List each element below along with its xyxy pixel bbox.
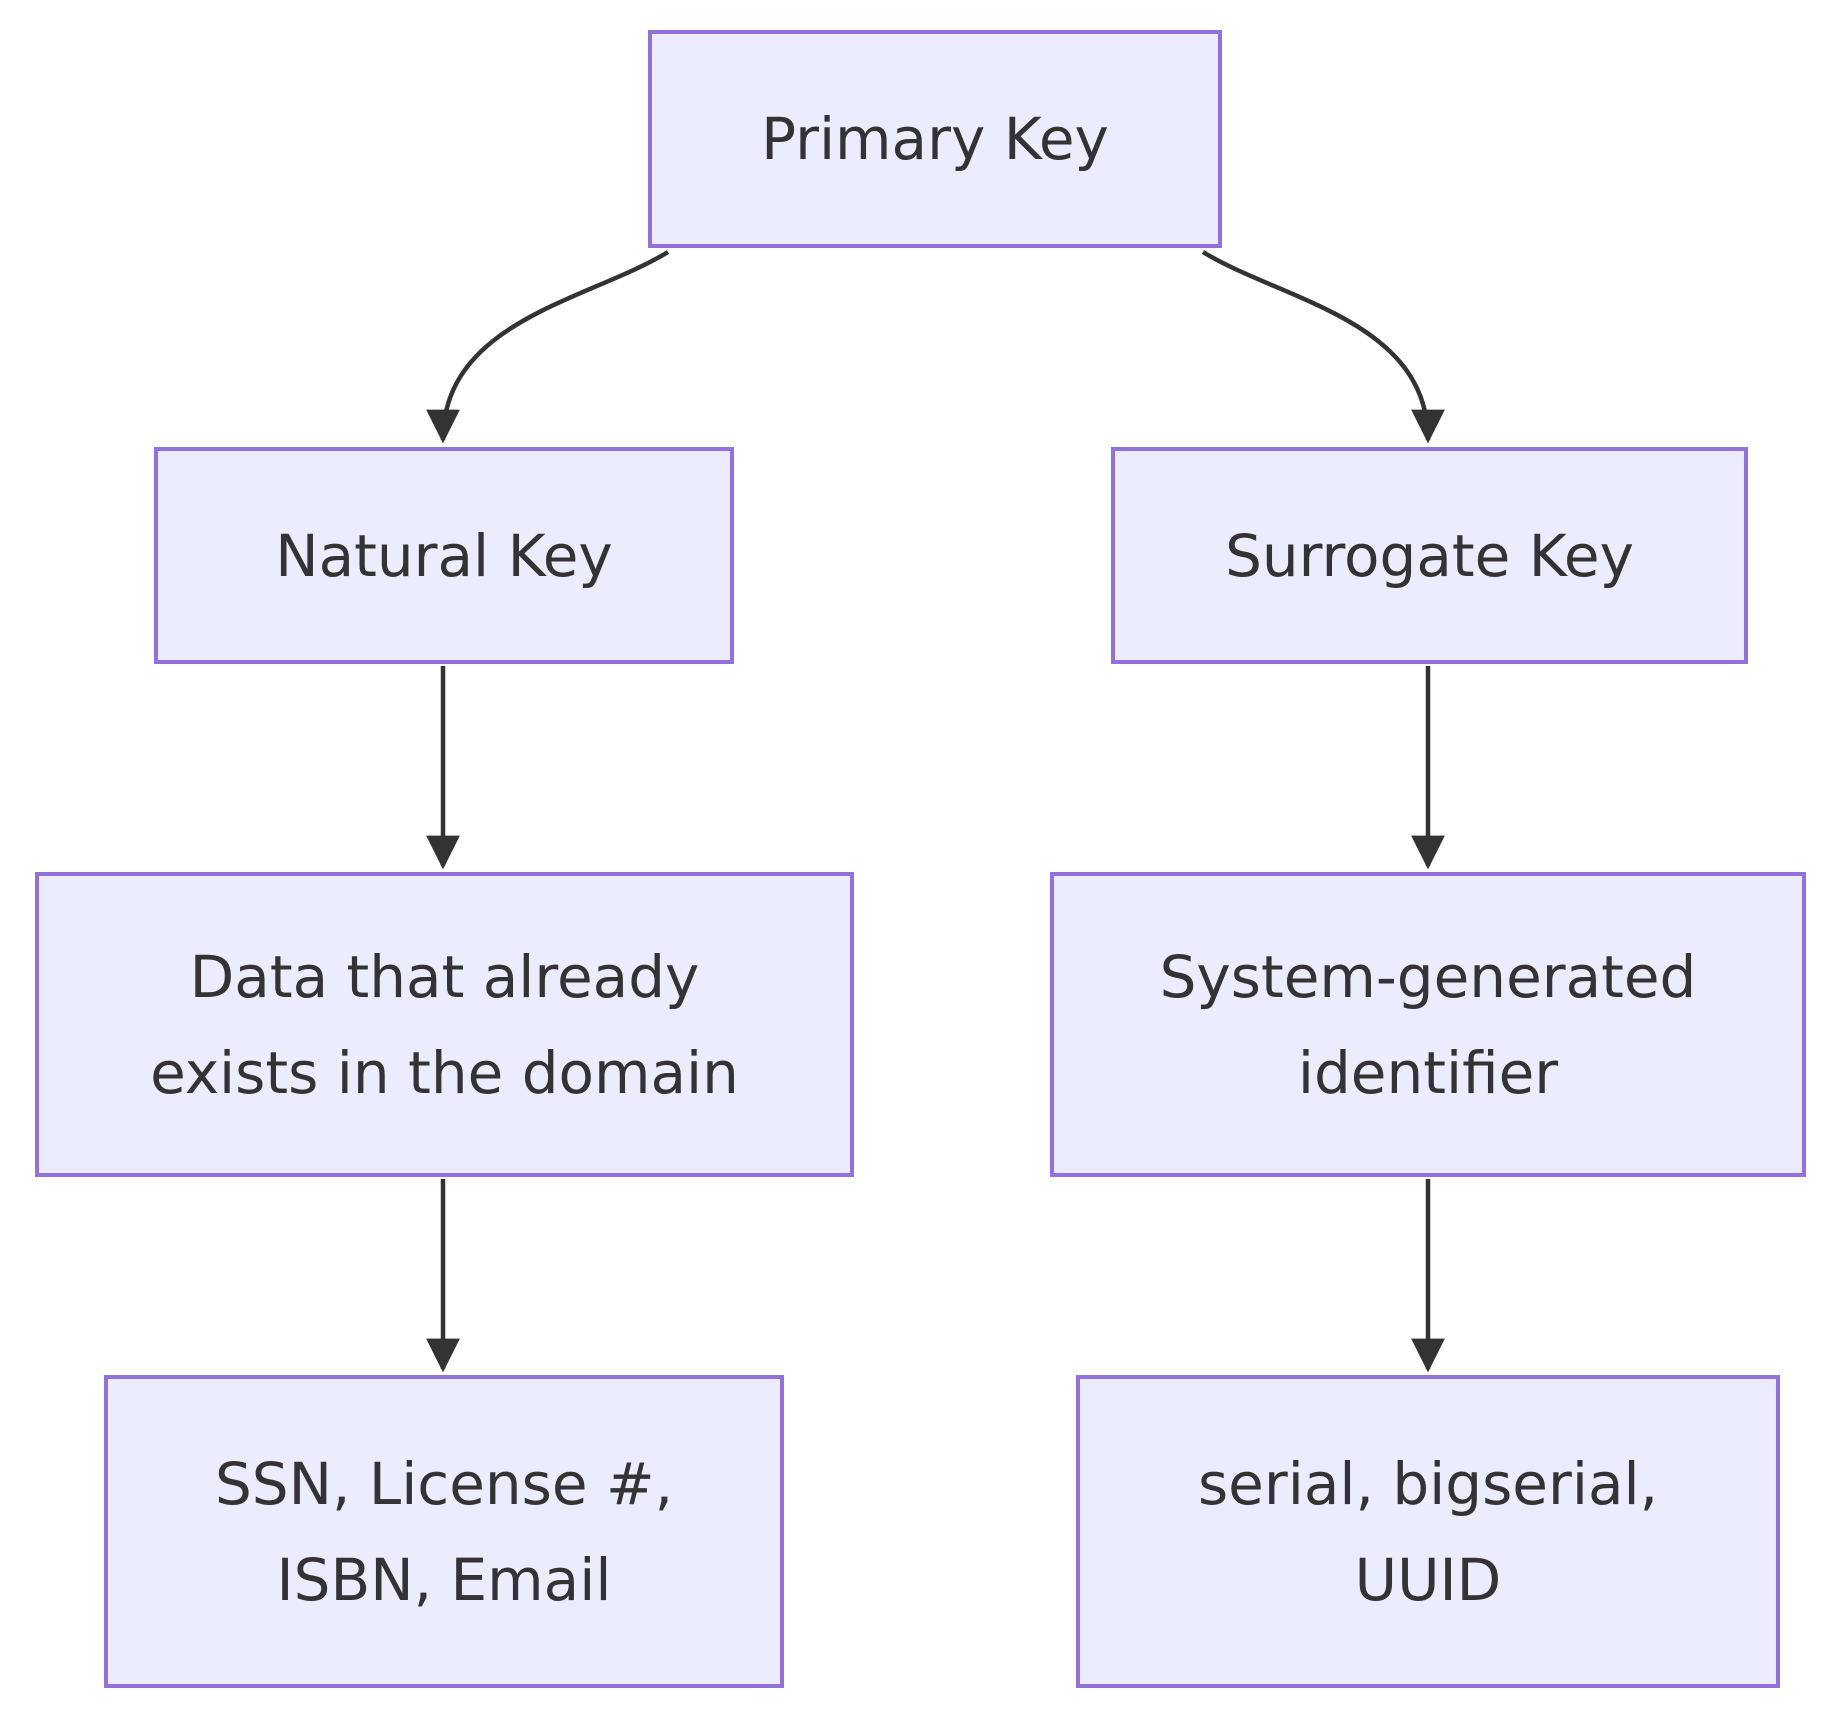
node-primary-key: Primary Key [648, 30, 1222, 248]
node-label-line-2: ISBN, Email [276, 1545, 612, 1614]
node-surrogate-key-examples: serial, bigserial, UUID [1076, 1375, 1780, 1688]
node-label-line-1: serial, bigserial, [1197, 1449, 1659, 1518]
node-label-line-2: UUID [1354, 1545, 1502, 1614]
node-label-line-2: identifier [1297, 1038, 1559, 1107]
node-natural-key-description: Data that already exists in the domain [35, 872, 854, 1177]
node-label-line-1: SSN, License #, [214, 1449, 674, 1518]
node-label: Primary Key [761, 105, 1109, 173]
node-surrogate-key-description: System-generated identifier [1050, 872, 1806, 1177]
edge-primary-to-surrogate [1201, 250, 1445, 444]
node-natural-key: Natural Key [154, 447, 734, 664]
edge-primary-to-natural [426, 250, 670, 444]
node-label-line-1: System-generated [1159, 942, 1697, 1011]
node-label-line-1: Data that already [189, 942, 700, 1011]
node-label-line-2: exists in the domain [150, 1038, 739, 1107]
node-label: Natural Key [275, 521, 613, 590]
node-natural-key-examples: SSN, License #, ISBN, Email [104, 1375, 784, 1688]
node-surrogate-key: Surrogate Key [1111, 447, 1748, 664]
node-label: Surrogate Key [1225, 521, 1634, 590]
